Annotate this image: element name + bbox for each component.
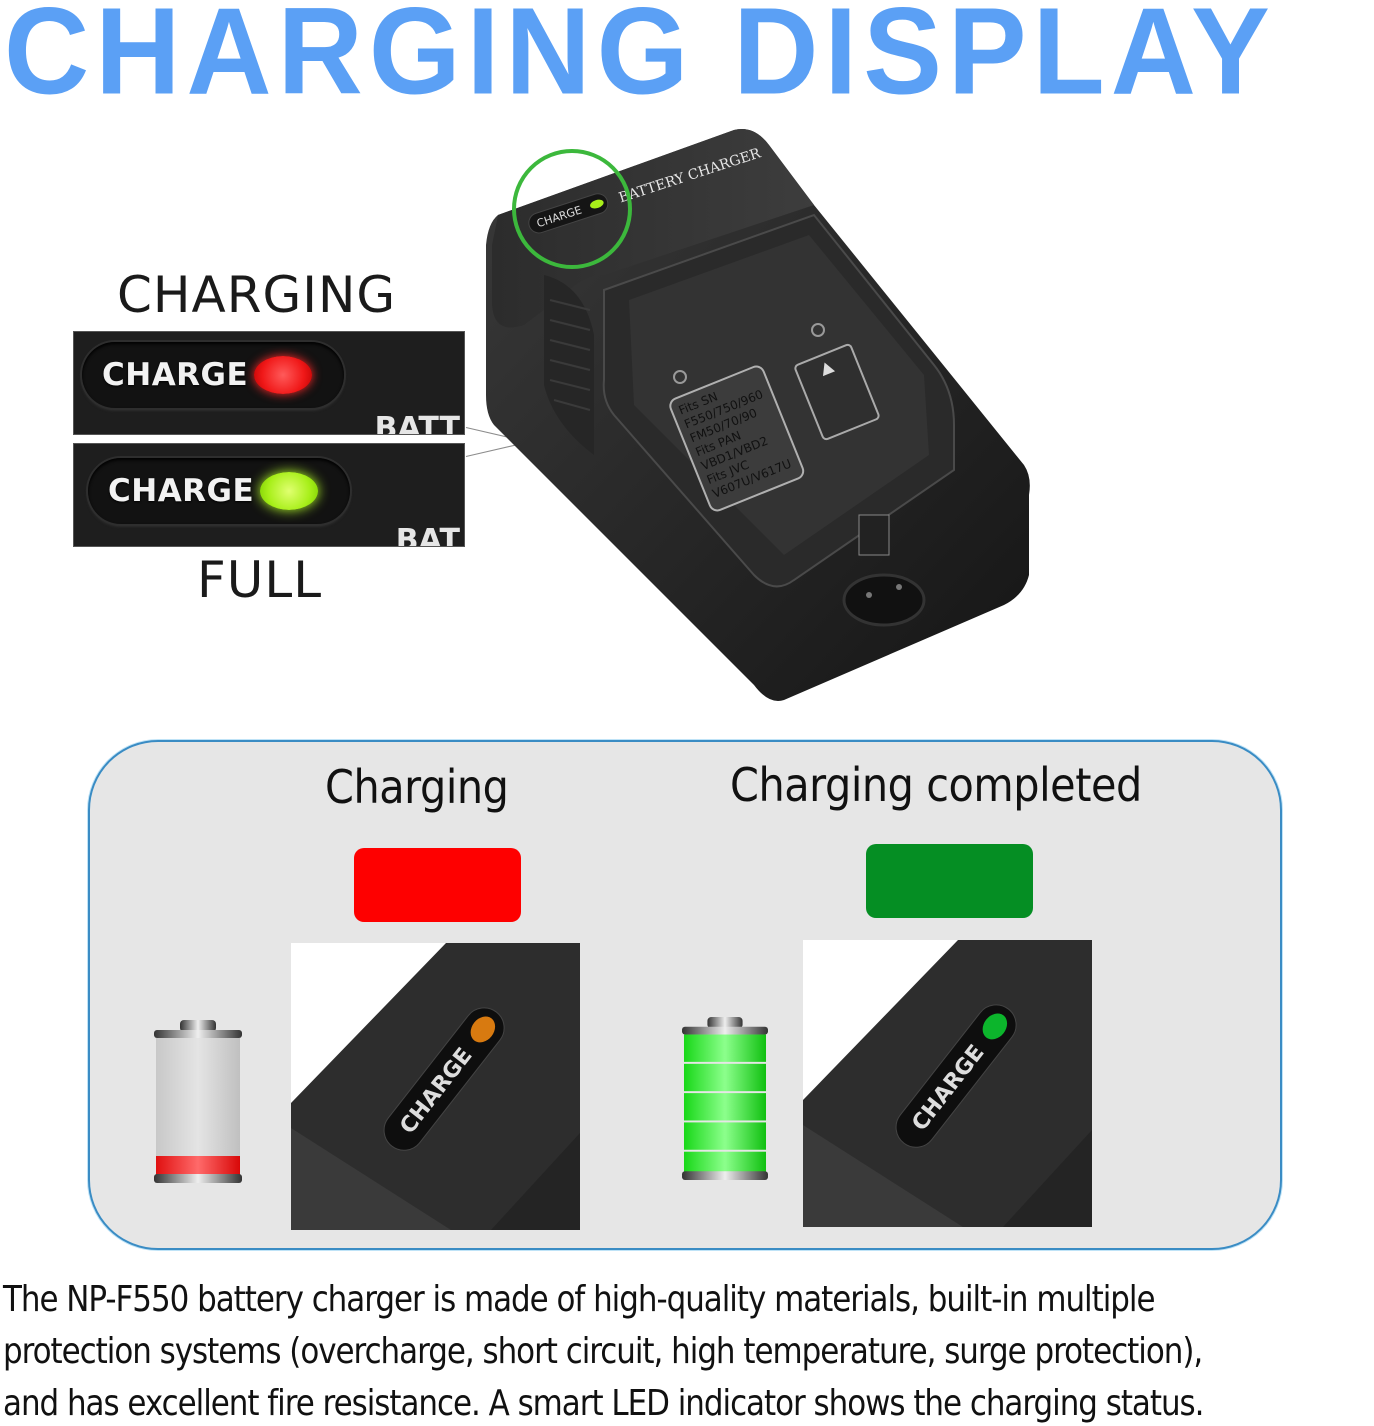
charging-state-label: CHARGING	[117, 266, 397, 324]
full-battery-icon	[682, 1016, 768, 1181]
page-title: CHARGING DISPLAY	[4, 0, 1276, 122]
full-state-label: FULL	[197, 551, 323, 609]
batt-text-fragment: BATT	[374, 411, 460, 435]
led-label: CHARGE	[108, 473, 255, 509]
led-indicator-pill: CHARGE	[82, 342, 344, 408]
highlight-ring-icon	[512, 149, 632, 269]
description-line: The NP-F550 battery charger is made of h…	[3, 1279, 1156, 1320]
led-label: CHARGE	[102, 357, 249, 393]
product-description: The NP-F550 battery charger is made of h…	[3, 1274, 1374, 1426]
led-panel-full: CHARGE BAT	[73, 443, 465, 547]
charging-title: Charging	[325, 760, 509, 814]
completed-led-photo: CHARGE	[803, 940, 1092, 1227]
low-battery-icon	[154, 1020, 242, 1183]
battery-charger-image: Fits SN F550/750/960 FM50/70/90 Fits PAN…	[486, 129, 1030, 701]
led-indicator-pill: CHARGE	[88, 458, 350, 524]
green-status-swatch	[866, 844, 1033, 918]
description-line: and has excellent fire resistance. A sma…	[3, 1383, 1205, 1424]
charging-completed-title: Charging completed	[730, 758, 1142, 812]
green-led-icon	[260, 472, 319, 510]
red-status-swatch	[354, 848, 521, 922]
led-panel-charging: CHARGE BATT	[73, 331, 465, 435]
batt-text-fragment: BAT	[395, 523, 460, 547]
description-line: protection systems (overcharge, short ci…	[3, 1331, 1203, 1372]
red-led-icon	[254, 356, 313, 394]
charging-led-photo: CHARGE	[291, 943, 580, 1230]
